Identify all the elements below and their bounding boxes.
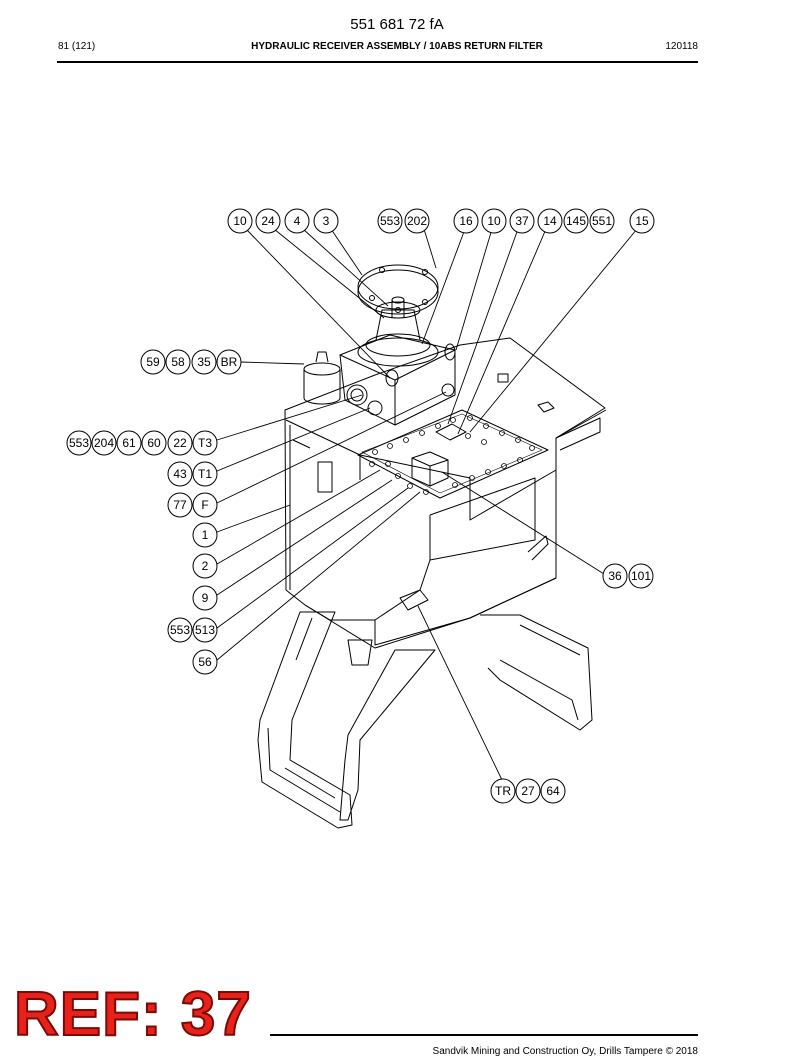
callout-label: 37 [515, 214, 529, 228]
callout-label: TR [495, 784, 511, 798]
leg-right [339, 614, 593, 821]
callout-label: 58 [171, 355, 185, 369]
callout-label: 14 [543, 214, 557, 228]
callout-label: 56 [198, 655, 212, 669]
copyright-text: Sandvik Mining and Construction Oy, Dril… [432, 1046, 698, 1057]
callout-label: 553 [170, 623, 190, 637]
footer-rule [270, 1034, 698, 1036]
callout-label: 60 [147, 436, 161, 450]
leg-left [257, 611, 353, 829]
fitting [527, 535, 549, 561]
tank-lid [357, 409, 549, 499]
plug [497, 373, 509, 383]
callout-label: T3 [198, 436, 212, 450]
junction-box [411, 451, 449, 487]
callout-label: 10 [233, 214, 247, 228]
callout-row-36: 36 101 [602, 563, 654, 589]
breather-filter [303, 351, 341, 405]
callout-label: T1 [198, 467, 212, 481]
callout-row-553: 553 204 61 60 22 T3 [66, 430, 218, 456]
header-rule [57, 61, 698, 63]
callout-label: BR [221, 355, 238, 369]
return-hose [347, 639, 373, 666]
callout-label: 43 [173, 467, 187, 481]
callout-56: 56 [192, 649, 218, 675]
receiver-cover [357, 264, 439, 315]
callout-label: 16 [459, 214, 473, 228]
callout-label: 553 [380, 214, 400, 228]
document-date: 120118 [665, 41, 698, 52]
callout-label: 61 [122, 436, 136, 450]
callout-label: 59 [146, 355, 160, 369]
callout-2: 2 [192, 553, 218, 579]
callout-label: 3 [323, 214, 330, 228]
callout-row-553b: 553 513 [167, 617, 218, 643]
page-title: HYDRAULIC RECEIVER ASSEMBLY / 10ABS RETU… [251, 41, 543, 52]
callout-label: 1 [202, 528, 209, 542]
sight-glass [399, 589, 429, 611]
callout-label: 204 [94, 436, 114, 450]
callout-label: 101 [631, 569, 651, 583]
lid-bolts [369, 415, 535, 495]
callout-row-59: 59 58 35 BR [140, 349, 242, 375]
callout-label: 27 [521, 784, 535, 798]
inspection-cover [435, 423, 467, 441]
document-number: 551 681 72 fA [350, 16, 444, 33]
filter-housing [339, 296, 456, 426]
reference-stamp: REF: 37 [13, 980, 252, 1049]
callout-row-43: 43 T1 [167, 461, 218, 487]
callout-label: 551 [592, 214, 612, 228]
callout-top-row: 10 24 4 3 553 202 16 10 37 14 145 551 15 [227, 208, 655, 234]
callout-label: 202 [407, 214, 427, 228]
callout-row-tr: TR 27 64 [490, 778, 566, 804]
callout-label: 2 [202, 559, 209, 573]
callout-label: 9 [202, 591, 209, 605]
callout-label: 22 [173, 436, 187, 450]
cap [537, 401, 555, 413]
callout-label: F [201, 498, 208, 512]
callout-9: 9 [192, 585, 218, 611]
callout-label: 145 [566, 214, 586, 228]
callout-row-77: 77 F [167, 492, 218, 518]
callout-label: 36 [608, 569, 622, 583]
callout-label: 24 [261, 214, 275, 228]
callout-label: 553 [69, 436, 89, 450]
callout-label: 513 [195, 623, 215, 637]
callout-1: 1 [192, 522, 218, 548]
page-number: 81 (121) [58, 41, 96, 52]
callout-label: 77 [173, 498, 187, 512]
callout-label: 64 [546, 784, 560, 798]
callouts: 10 24 4 3 553 202 16 10 37 14 145 551 15… [66, 208, 655, 804]
callout-label: 35 [197, 355, 211, 369]
callout-label: 10 [487, 214, 501, 228]
callout-label: 15 [635, 214, 649, 228]
tank-body [284, 337, 607, 649]
leader-lines [216, 228, 638, 783]
callout-label: 4 [294, 214, 301, 228]
